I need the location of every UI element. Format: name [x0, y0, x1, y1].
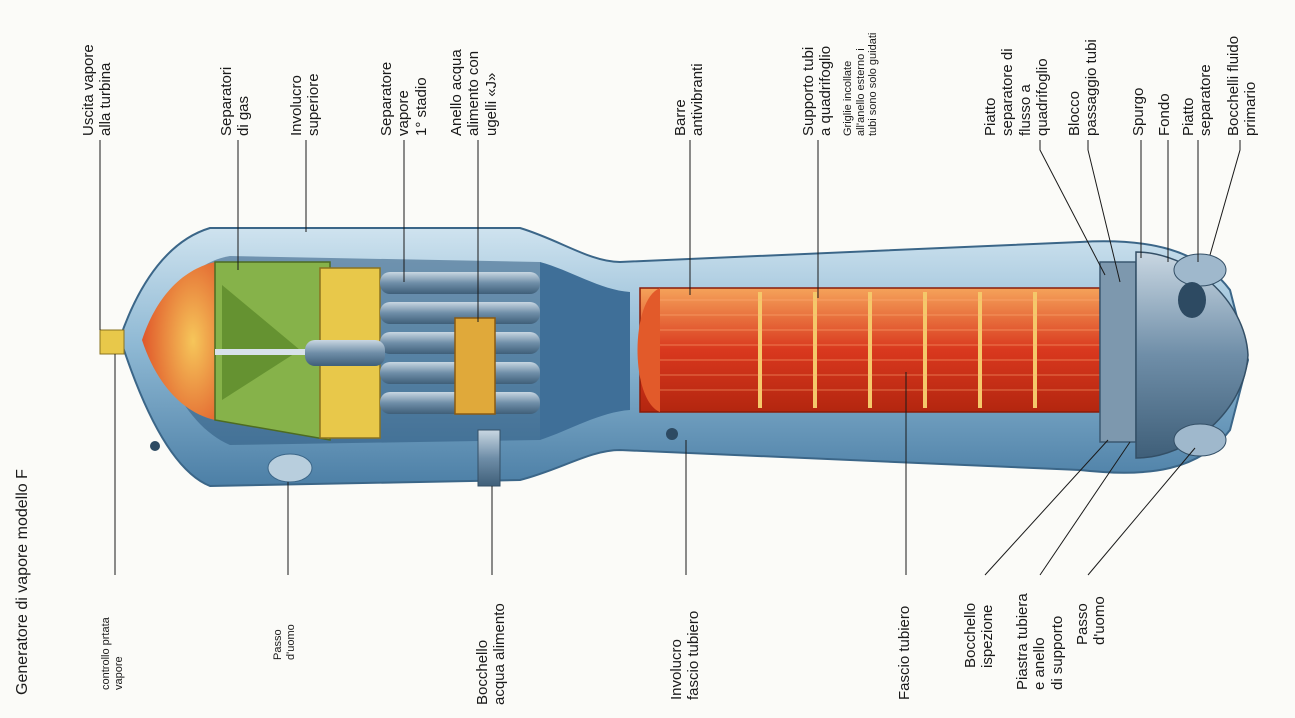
label-anello-acqua: Anello acqua alimento con ugelli «J» — [448, 49, 500, 136]
primary-nozzle-top — [1173, 253, 1227, 287]
label-supporto-tubi: Supporto tubi a quadrifoglio — [800, 45, 835, 136]
label-piastra-tubiera: Piastra tubiera e anello di supporto — [1014, 593, 1066, 690]
label-bocchello-acqua: Bocchello acqua alimento — [474, 603, 509, 705]
label-barre-antivibranti: Barre antivibranti — [672, 63, 707, 136]
label-separatori-gas: Separatori di gas — [218, 66, 253, 136]
manway-primary — [1178, 282, 1206, 318]
gas-separator-vane — [222, 285, 300, 400]
steam-outlet-nozzle — [99, 329, 125, 355]
steam-separator-cylinders — [305, 272, 540, 414]
label-involucro-superiore: Involucro superiore — [288, 73, 323, 136]
label-spurgo: Spurgo — [1130, 87, 1147, 136]
tube-support-grids — [758, 292, 1037, 408]
diagram-title: Generatore di vapore modello F — [14, 469, 31, 695]
primary-nozzle-bottom — [1173, 423, 1227, 457]
label-blocco-passaggio: Blocco passaggio tubi — [1066, 39, 1101, 136]
tubesheet — [1099, 261, 1137, 443]
leader-lines — [99, 140, 1241, 576]
manway-secondary — [267, 453, 313, 483]
tube-lines — [660, 299, 1100, 391]
label-separatore-vapore: Separatore vapore 1° stadio — [378, 61, 430, 136]
label-passo-uomo-sx: Passo d'uomo — [272, 624, 297, 660]
label-piatto-separatore: Piatto separatore — [1180, 64, 1215, 136]
tube-bundle-ubend — [637, 288, 660, 412]
vent-hole — [150, 441, 160, 451]
feedwater-nozzle — [477, 429, 501, 487]
label-bocchello-ispezione: Bocchello ispezione — [962, 602, 997, 668]
label-piatto-separatore-flusso: Piatto separatore di flusso a quadrifogl… — [982, 48, 1051, 136]
label-fascio-tubiero: Fascio tubiero — [896, 605, 913, 700]
label-bocchelli-fluido: Bocchelli fluido primario — [1225, 35, 1260, 136]
label-involucro-fascio: Involucro fascio tubiero — [668, 610, 703, 700]
label-passo-uomo-dx: Passo d'uomo — [1074, 596, 1109, 645]
label-controllo-portata: controllo prtata vapore — [100, 617, 125, 690]
inspection-hole — [666, 428, 678, 440]
label-fondo: Fondo — [1156, 93, 1173, 136]
label-griglie: Griglie incollate all'anello esterno i t… — [842, 32, 880, 136]
feedwater-ring — [454, 317, 496, 415]
transition-cone — [540, 262, 630, 440]
upper-head-dome — [142, 262, 215, 420]
label-uscita-vapore: Uscita vapore alla turbina — [80, 44, 115, 136]
